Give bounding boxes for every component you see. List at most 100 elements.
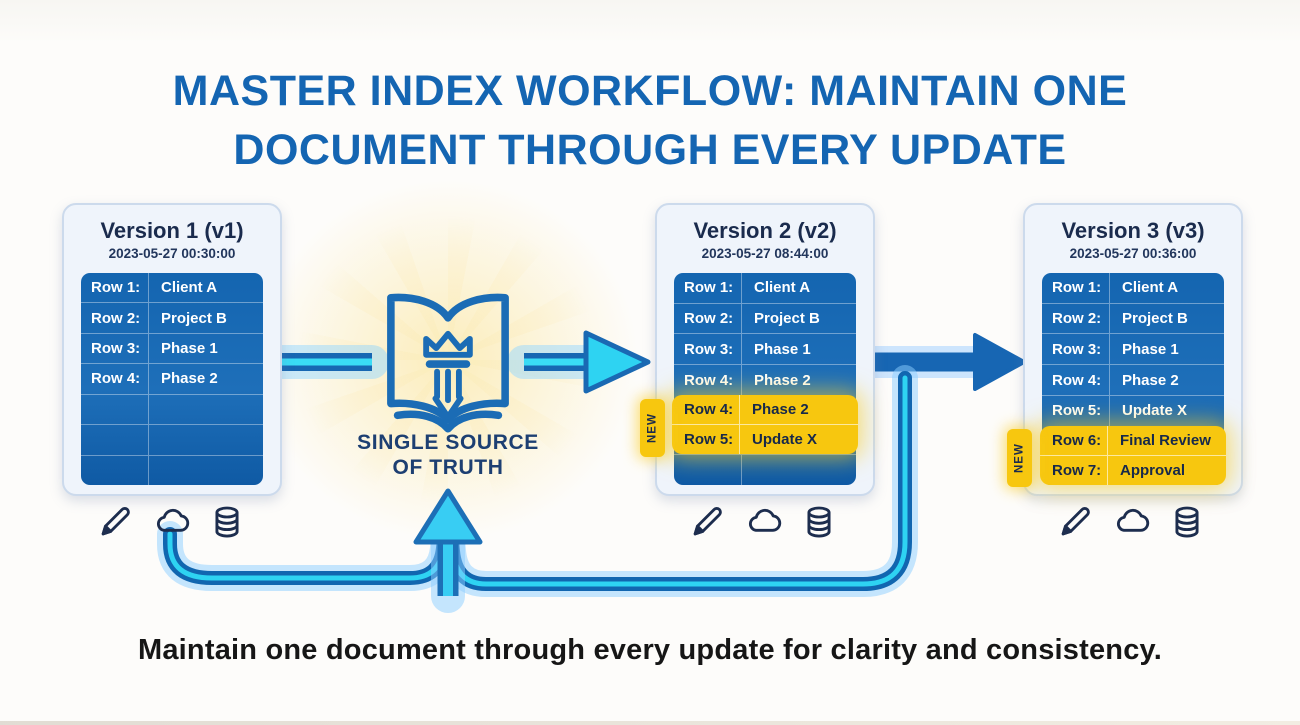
table-row-highlighted: Row 6: Final Review — [1040, 425, 1226, 455]
table-row-highlighted: Row 4: Phase 2 — [672, 394, 858, 425]
table-row: Row 2: Project B — [81, 302, 263, 333]
row-value: Final Review — [1120, 431, 1211, 449]
version-table-v1: Row 1: Client A Row 2: Project B Row 3: … — [81, 273, 263, 485]
table-row: Row 5: Update X — [1042, 394, 1224, 426]
row-value: Phase 2 — [752, 400, 809, 418]
new-badge-v2: NEW — [640, 399, 665, 457]
row-value: Approval — [1120, 461, 1186, 479]
table-row: Row 2: Project B — [674, 302, 856, 334]
sync-icons-v2 — [688, 503, 838, 541]
row-label: Row 3: — [674, 334, 742, 365]
row-value: Phase 1 — [161, 340, 218, 358]
row-value: Phase 2 — [754, 371, 811, 389]
row-label: Row 3: — [81, 333, 149, 364]
bottom-caption: Maintain one document through every upda… — [137, 634, 1162, 666]
row-label — [81, 455, 149, 485]
cloud-icon — [157, 508, 190, 532]
sync-icons-v3 — [1056, 503, 1206, 541]
table-row-empty — [81, 393, 263, 425]
table-row: Row 1: Client A — [674, 273, 856, 303]
card-title-v3: Version 3 (v3) — [1061, 218, 1205, 243]
row-label — [81, 425, 149, 455]
row-label: Row 4: — [672, 394, 740, 425]
row-label: Row 2: — [1042, 303, 1110, 334]
row-value: Update X — [752, 431, 818, 449]
table-row: Row 2: Project B — [1042, 302, 1224, 334]
row-value: Project B — [754, 310, 820, 328]
row-label: Row 4: — [81, 364, 149, 394]
arrow-v2-to-v3 — [852, 333, 1026, 391]
table-row: Row 3: Phase 1 — [1042, 333, 1224, 365]
arrow-book-to-v2 — [507, 330, 651, 394]
table-row-empty — [81, 424, 263, 455]
row-value: Client A — [754, 279, 811, 297]
version-card-v2: Version 2 (v2) 2023-05-27 08:44:00 Row 1… — [655, 203, 875, 496]
row-value: Client A — [1122, 279, 1179, 297]
open-book-crown-icon — [364, 274, 532, 434]
version-table-v2: Row 1: Client A Row 2: Project B Row 3: … — [672, 273, 858, 486]
card-title-v1: Version 1 (v1) — [100, 218, 244, 243]
row-label: Row 5: — [1042, 395, 1110, 426]
row-label: Row 2: — [81, 303, 149, 333]
table-row: Row 4: Phase 2 — [674, 364, 856, 395]
row-label: Row 4: — [674, 365, 742, 395]
new-badge-v3: NEW — [1007, 429, 1032, 487]
row-value: Phase 2 — [1122, 371, 1179, 389]
card-timestamp-v3: 2023-05-27 00:36:00 — [1069, 246, 1197, 261]
version-table-v3: Row 1: Client A Row 2: Project B Row 3: … — [1040, 273, 1226, 486]
row-value: Phase 1 — [1122, 340, 1179, 358]
bottom-edge-strip — [0, 721, 1300, 725]
table-row-highlighted: Row 5: Update X — [672, 424, 858, 455]
table-row: Row 1: Client A — [1042, 273, 1224, 303]
database-icon — [807, 506, 831, 538]
table-row: Row 3: Phase 1 — [81, 332, 263, 364]
sst-line1: SINGLE SOURCE — [357, 431, 539, 454]
row-label — [674, 455, 742, 486]
highlighted-new-rows: Row 6: Final Review Row 7: Approval — [1040, 425, 1226, 486]
page-title-line1: MASTER INDEX WORKFLOW: MAINTAIN ONE — [172, 67, 1128, 115]
table-row-highlighted: Row 7: Approval — [1040, 454, 1226, 486]
row-label: Row 6: — [1040, 425, 1108, 455]
card-title-v2: Version 2 (v2) — [693, 218, 837, 243]
row-label: Row 1: — [1042, 273, 1110, 303]
version-card-v3: Version 3 (v3) 2023-05-27 00:36:00 Row 1… — [1023, 203, 1243, 496]
page-title: MASTER INDEX WORKFLOW: MAINTAIN ONE DOCU… — [0, 62, 1300, 181]
database-icon — [215, 506, 239, 538]
row-value: Phase 1 — [754, 340, 811, 358]
version-card-v1: Version 1 (v1) 2023-05-27 00:30:00 Row 1… — [62, 203, 282, 496]
row-label: Row 4: — [1042, 365, 1110, 395]
row-value: Project B — [161, 309, 227, 327]
table-row-empty — [81, 454, 263, 485]
row-label: Row 7: — [1040, 455, 1108, 486]
row-value: Update X — [1122, 402, 1188, 420]
table-row: Row 1: Client A — [81, 273, 263, 303]
pencil-icon — [1061, 507, 1090, 536]
row-value: Client A — [161, 279, 218, 297]
arrow-up-to-book — [413, 488, 483, 613]
row-label: Row 1: — [81, 273, 149, 303]
card-timestamp-v1: 2023-05-27 00:30:00 — [108, 246, 236, 261]
table-row: Row 4: Phase 2 — [1042, 364, 1224, 395]
page-title-line2: DOCUMENT THROUGH EVERY UPDATE — [233, 126, 1067, 175]
row-label: Row 5: — [672, 425, 740, 455]
table-row: Row 3: Phase 1 — [674, 333, 856, 365]
row-label: Row 3: — [1042, 334, 1110, 365]
database-icon — [1175, 506, 1199, 538]
sst-line2: OF TRUTH — [392, 456, 504, 480]
cloud-icon — [1117, 508, 1150, 532]
pencil-icon — [693, 507, 722, 536]
row-label: Row 1: — [674, 273, 742, 303]
pencil-icon — [101, 507, 130, 536]
row-label — [81, 394, 149, 425]
table-row-empty — [674, 454, 856, 486]
row-value: Phase 2 — [161, 370, 218, 388]
sync-icons-v1 — [96, 503, 246, 541]
single-source-of-truth-label: SINGLE SOURCE OF TRUTH — [318, 430, 578, 480]
row-value: Project B — [1122, 310, 1188, 328]
card-timestamp-v2: 2023-05-27 08:44:00 — [701, 246, 829, 261]
row-label: Row 2: — [674, 303, 742, 334]
table-row: Row 4: Phase 2 — [81, 363, 263, 394]
cloud-icon — [749, 508, 782, 532]
